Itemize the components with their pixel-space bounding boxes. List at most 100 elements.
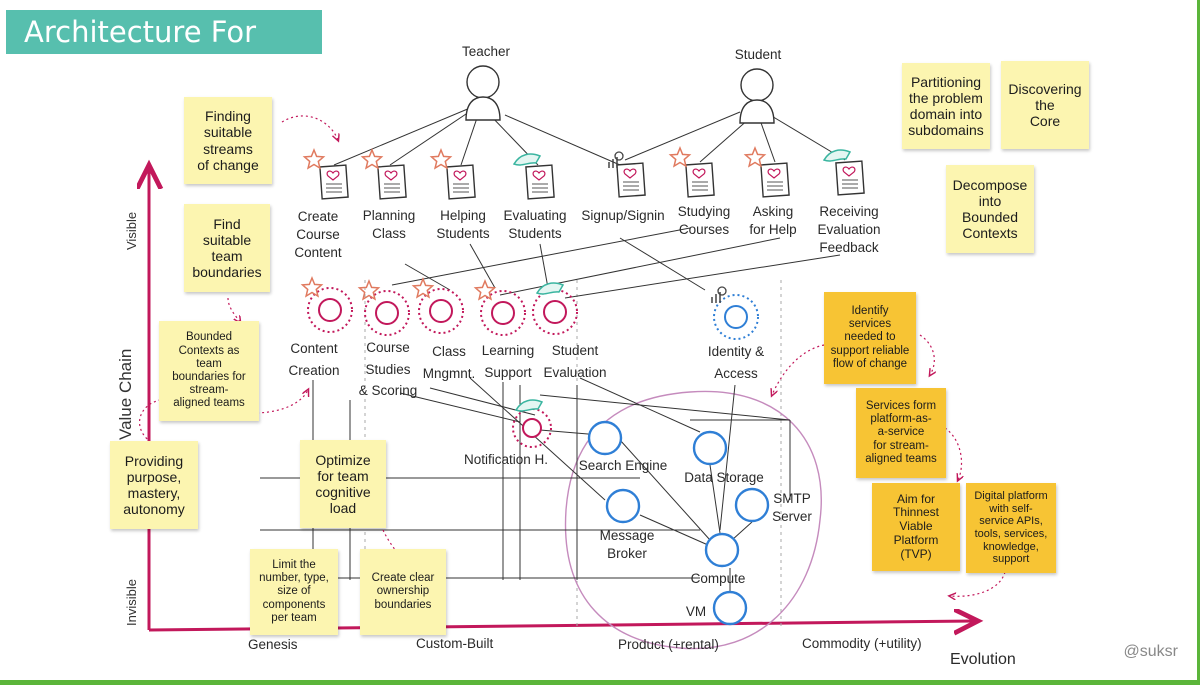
need-planning-class: Planning Class [362, 208, 416, 242]
need-create-course-content: Create Course Content [294, 209, 342, 261]
star-icon [411, 277, 435, 299]
star-icon [300, 276, 324, 298]
heart-icon [326, 170, 340, 181]
frame-bottom [0, 680, 1200, 685]
note-discovering-text: Discovering the Core [1008, 80, 1082, 130]
evolution-label: Evolution [950, 651, 1016, 668]
note-services-form: Services form platform-as- a-service for… [856, 388, 946, 478]
note-digital-text: Digital platform with self- service APIs… [974, 490, 1048, 566]
bounded-context-node [473, 279, 526, 336]
note-ownership-text: Create clear ownership boundaries [371, 572, 435, 611]
heart-icon [767, 168, 781, 179]
teacher-label: Teacher [461, 44, 511, 59]
note-optimize: Optimize for team cognitive load [300, 440, 386, 528]
stage-commodity: Commodity (+utility) [802, 636, 922, 651]
stage-genesis: Genesis [248, 637, 298, 652]
visible-label: Visible [124, 211, 139, 250]
heart-icon [384, 170, 398, 181]
need-signup-signin: Signup/Signin [581, 208, 665, 223]
note-find-boundaries-text: Find suitable team boundaries [192, 215, 262, 281]
context-content-creation: Content Creation [288, 341, 340, 378]
need-receiving-evaluation-feedback: Receiving Evaluation Feedback [817, 204, 881, 256]
note-discovering: Discovering the Core [1001, 61, 1089, 149]
teacher-figure [465, 65, 501, 121]
heart-icon [453, 170, 467, 181]
star-icon [357, 279, 381, 301]
invisible-label: Invisible [124, 579, 139, 626]
wrench-icon [711, 286, 727, 303]
hand-icon [535, 282, 565, 295]
need-document-icon [668, 146, 715, 198]
context-learning-support: Learning Support [481, 343, 535, 380]
message-broker-node [605, 488, 641, 524]
heart-icon [532, 170, 546, 181]
need-document-icon [302, 148, 349, 200]
context-class-management: Class Mngmnt. [422, 344, 476, 381]
bounded-context-node [532, 282, 578, 335]
note-finding-streams-text: Finding suitable streams of change [197, 108, 259, 173]
compute-label: Compute [690, 571, 746, 586]
star-icon [360, 148, 384, 170]
stage-custom-built: Custom-Built [416, 636, 494, 651]
need-document-icon [512, 153, 555, 200]
data-storage-node [692, 430, 728, 466]
note-identify: Identify services needed to support reli… [824, 292, 916, 384]
note-decompose: Decompose into Bounded Contexts [946, 165, 1034, 253]
note-decompose-text: Decompose into Bounded Contexts [952, 176, 1028, 242]
student-label: Student [734, 47, 782, 62]
note-digital: Digital platform with self- service APIs… [966, 483, 1056, 573]
note-bounded-contexts: Bounded Contexts as team boundaries for … [159, 321, 259, 421]
heart-icon [623, 168, 637, 179]
search-engine-node [587, 420, 623, 456]
context-identity-access: Identity & Access [707, 344, 765, 381]
context-rings [300, 276, 759, 340]
need-document-icon [822, 149, 865, 196]
note-services-form-text: Services form platform-as- a-service for… [865, 399, 937, 465]
note-partitioning-text: Partitioning the problem domain into sub… [908, 73, 984, 139]
compute-node [704, 532, 740, 568]
note-optimize-text: Optimize for team cognitive load [315, 451, 371, 517]
note-limit-text: Limit the number, type, size of componen… [259, 558, 329, 624]
need-icons [302, 146, 865, 200]
bounded-context-node [357, 279, 410, 336]
need-document-icon [743, 146, 790, 198]
wrench-icon [608, 151, 624, 168]
need-studying-courses: Studying Courses [677, 204, 731, 238]
page-title: Architecture For Flow [6, 10, 322, 93]
frame-right [1197, 0, 1200, 685]
stage-product: Product (+rental) [618, 637, 719, 652]
vm-node [712, 590, 748, 626]
bounded-context-node [411, 277, 464, 334]
author-handle: @suksr [1123, 643, 1178, 660]
data-storage-label: Data Storage [684, 470, 764, 485]
note-purpose-text: Providing purpose, mastery, autonomy [123, 452, 185, 518]
note-finding-streams: Finding suitable streams of change [184, 97, 272, 184]
platform-nodes [512, 399, 770, 626]
note-ownership: Create clear ownership boundaries [360, 549, 446, 635]
star-icon [668, 146, 692, 168]
need-evaluating-students: Evaluating Students [503, 208, 567, 242]
notification-label: Notification H. [463, 452, 549, 467]
note-partitioning: Partitioning the problem domain into sub… [902, 63, 990, 149]
note-aim: Aim for Thinnest Viable Platform (TVP) [872, 483, 960, 571]
hand-icon [512, 153, 542, 166]
smtp-server-label: SMTP Server [772, 491, 812, 525]
platform-boundary [564, 390, 822, 650]
need-document-icon [608, 151, 646, 198]
value-chain-label: Value Chain [116, 348, 135, 440]
vm-label: VM [685, 604, 707, 619]
student-figure [739, 68, 775, 124]
note-identify-text: Identify services needed to support reli… [830, 304, 910, 370]
star-icon [302, 148, 326, 170]
hand-icon [514, 399, 544, 412]
smtp-server-node [734, 487, 770, 523]
note-find-boundaries: Find suitable team boundaries [184, 204, 270, 292]
bounded-context-node [300, 276, 353, 333]
need-document-icon [429, 148, 476, 200]
message-broker-label: Message Broker [599, 528, 655, 562]
note-purpose: Providing purpose, mastery, autonomy [110, 441, 198, 529]
context-course-studies-scoring: Course Studies & Scoring [358, 340, 418, 399]
star-icon [743, 146, 767, 168]
star-icon [429, 148, 453, 170]
